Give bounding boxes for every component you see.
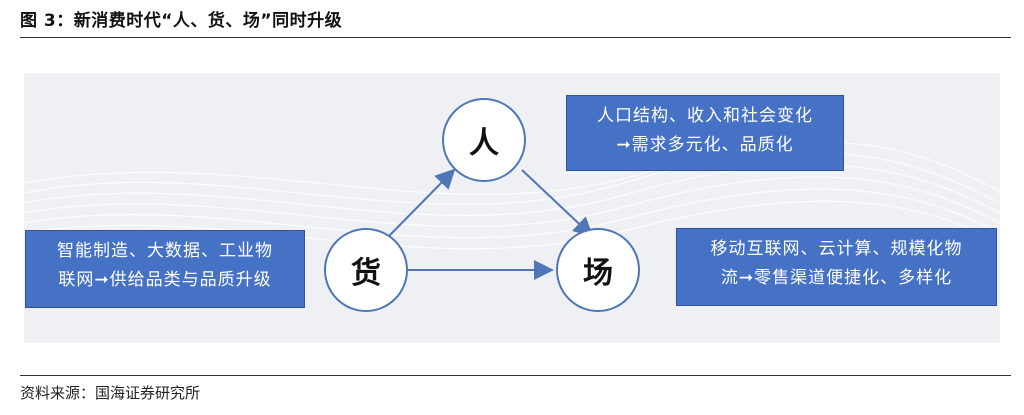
node-ren: 人: [442, 98, 526, 182]
box-supply-line1: 智能制造、大数据、工业物: [57, 241, 273, 261]
figure-source: 资料来源：国海证券研究所: [20, 384, 201, 402]
bottom-rule: [20, 375, 1011, 376]
box-channel: 移动互联网、云计算、规模化物 流➞零售渠道便捷化、多样化: [676, 228, 997, 306]
box-demand: 人口结构、收入和社会变化 ➞需求多元化、品质化: [566, 95, 844, 171]
box-channel-line1: 移动互联网、云计算、规模化物: [710, 239, 963, 259]
box-channel-line2: 流➞零售渠道便捷化、多样化: [720, 268, 953, 288]
top-rule: [20, 37, 1011, 38]
node-chang: 场: [556, 228, 640, 312]
node-huo: 货: [324, 228, 408, 312]
box-supply-line2: 联网➞供给品类与品质升级: [58, 270, 272, 290]
arrow-ren-to-chang: [521, 169, 594, 238]
box-demand-line1: 人口结构、收入和社会变化: [597, 106, 813, 126]
arrow-huo-to-ren: [387, 168, 456, 238]
figure-title: 图 3：新消费时代“人、货、场”同时升级: [20, 11, 343, 31]
box-demand-line2: ➞需求多元化、品质化: [616, 135, 794, 155]
box-supply: 智能制造、大数据、工业物 联网➞供给品类与品质升级: [25, 230, 305, 308]
